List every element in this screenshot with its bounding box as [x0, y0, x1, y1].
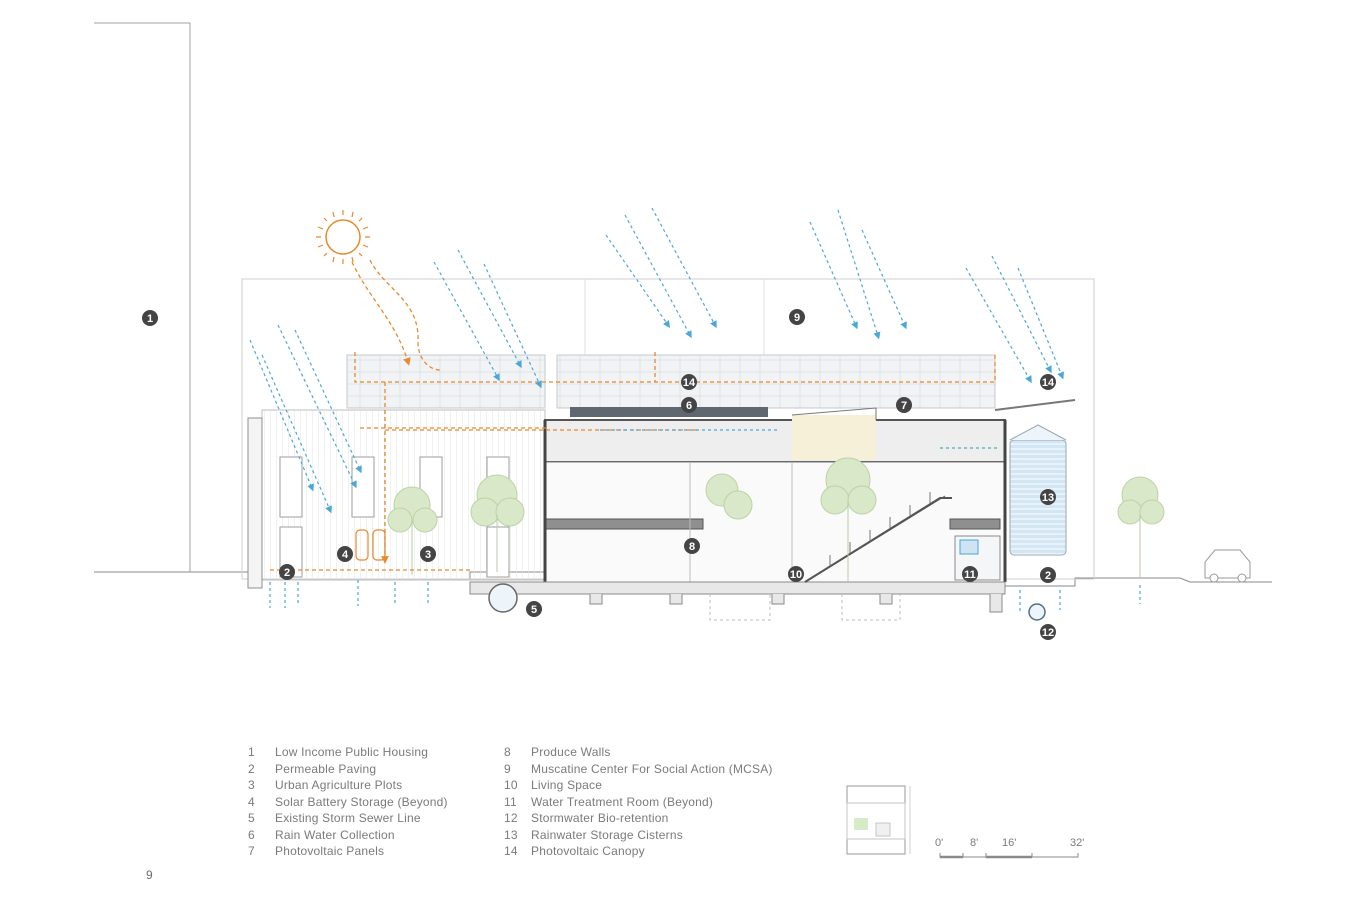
tag-5: 5 — [526, 601, 542, 617]
scale-mark-8: 8' — [970, 837, 979, 849]
tag-8: 8 — [684, 538, 700, 554]
tag-2-left: 2 — [279, 564, 295, 580]
legend-item-number: 11 — [504, 794, 517, 809]
legend-item: 12 Stormwater Bio-retention — [504, 810, 773, 827]
tag-14-right: 14 — [1040, 374, 1056, 390]
legend-item: 13 Rainwater Storage Cisterns — [504, 827, 773, 844]
scale-mark-16: 16' — [1002, 837, 1017, 849]
tag-2-right: 2 — [1040, 567, 1056, 583]
legend-item-label: Stormwater Bio-retention — [531, 811, 669, 825]
svg-text:14: 14 — [683, 377, 696, 389]
svg-text:3: 3 — [425, 549, 431, 561]
tag-14-left: 14 — [681, 374, 697, 390]
public-housing-outline — [94, 22, 191, 572]
svg-text:2: 2 — [284, 567, 290, 579]
legend-item: 6 Rain Water Collection — [248, 827, 448, 844]
legend-item: 9 Muscatine Center For Social Action (MCS… — [504, 761, 773, 778]
tag-11: 11 — [962, 566, 978, 582]
tag-3: 3 — [420, 546, 436, 562]
legend-item: 3 Urban Agriculture Plots — [248, 777, 448, 794]
sun-icon — [316, 210, 370, 264]
legend-item: 1 Low Income Public Housing — [248, 744, 448, 761]
tag-9: 9 — [789, 309, 805, 325]
svg-text:5: 5 — [531, 604, 537, 616]
legend-item: 11 Water Treatment Room (Beyond) — [504, 794, 773, 811]
legend-item: 14 Photovoltaic Canopy — [504, 843, 773, 860]
main-building-section — [469, 399, 1076, 621]
storm-sewer-pipe — [488, 583, 518, 613]
legend-item-number: 5 — [248, 811, 255, 825]
tag-13: 13 — [1040, 489, 1056, 505]
legend-item-label: Rainwater Storage Cisterns — [531, 827, 683, 842]
legend-item-number: 8 — [504, 745, 511, 759]
legend-item-number: 7 — [248, 844, 255, 858]
legend-item-number: 13 — [504, 827, 518, 842]
svg-text:2: 2 — [1045, 570, 1051, 582]
legend-item-number: 10 — [504, 778, 518, 792]
legend-item-number: 9 — [504, 761, 511, 776]
legend-item-label: Permeable Paving — [275, 761, 377, 776]
bioretention-pipe — [1028, 603, 1046, 621]
scale-mark-0: 0' — [935, 837, 944, 849]
svg-text:10: 10 — [790, 569, 802, 581]
rainwater-cistern — [1009, 424, 1067, 556]
legend-item-number: 14 — [504, 844, 518, 858]
legend-item: 8 Produce Walls — [504, 744, 773, 761]
svg-text:8: 8 — [689, 541, 695, 553]
scale-mark-32: 32' — [1070, 837, 1085, 849]
legend-item-label: Muscatine Center For Social Action (MCSA… — [531, 761, 773, 776]
rain-arrows — [249, 207, 1141, 612]
scale-bar-graphic — [939, 853, 1079, 859]
tag-12: 12 — [1040, 624, 1056, 640]
legend-item: 5 Existing Storm Sewer Line — [248, 810, 448, 827]
legend-item-number: 1 — [248, 745, 255, 759]
legend-item-number: 2 — [248, 761, 255, 776]
legend-item: 2 Permeable Paving — [248, 761, 448, 778]
legend-item-label: Living Space — [531, 778, 603, 792]
svg-text:6: 6 — [686, 400, 692, 412]
legend-item-number: 3 — [248, 778, 255, 792]
legend-item-number: 4 — [248, 794, 255, 809]
svg-text:7: 7 — [901, 400, 907, 412]
legend-item: 4 Solar Battery Storage (Beyond) — [248, 794, 448, 811]
svg-text:1: 1 — [147, 313, 153, 325]
legend-item-label: Low Income Public Housing — [275, 745, 429, 759]
legend-item-label: Produce Walls — [531, 745, 611, 759]
legend-column-right: 8 Produce Walls 9 Muscatine Center For Soci… — [504, 744, 773, 860]
legend-item: 7 Photovoltaic Panels — [248, 843, 448, 860]
trees — [387, 457, 1165, 582]
tag-7: 7 — [896, 397, 912, 413]
legend-item-label: Solar Battery Storage (Beyond) — [275, 794, 448, 809]
tag-4: 4 — [337, 546, 353, 562]
legend-item-label: Water Treatment Room (Beyond) — [531, 794, 714, 809]
legend-item-number: 6 — [248, 827, 255, 842]
legend-item-number: 12 — [504, 811, 518, 825]
legend-item-label: Urban Agriculture Plots — [275, 778, 403, 792]
legend-item-label: Photovoltaic Canopy — [531, 844, 645, 858]
svg-text:13: 13 — [1042, 492, 1054, 504]
svg-text:12: 12 — [1042, 627, 1054, 639]
car — [1204, 549, 1251, 583]
tag-1: 1 — [142, 310, 158, 326]
scale-bar-labels: 0' 8' 16' 32' — [930, 837, 1100, 867]
tag-10: 10 — [788, 566, 804, 582]
solar-energy-flow — [270, 259, 996, 571]
legend-item-label: Existing Storm Sewer Line — [275, 811, 421, 825]
svg-text:14: 14 — [1042, 377, 1055, 389]
key-plan — [846, 785, 911, 855]
svg-text:4: 4 — [342, 549, 349, 561]
tag-6: 6 — [681, 397, 697, 413]
legend-item-label: Rain Water Collection — [275, 827, 395, 842]
svg-text:9: 9 — [794, 312, 800, 324]
legend-item: 10 Living Space — [504, 777, 773, 794]
legend-column-left: 1 Low Income Public Housing 2 Permeable Pav… — [248, 744, 448, 860]
legend-item-label: Photovoltaic Panels — [275, 844, 385, 858]
svg-text:11: 11 — [964, 569, 976, 581]
page-number: 9 — [146, 868, 153, 882]
